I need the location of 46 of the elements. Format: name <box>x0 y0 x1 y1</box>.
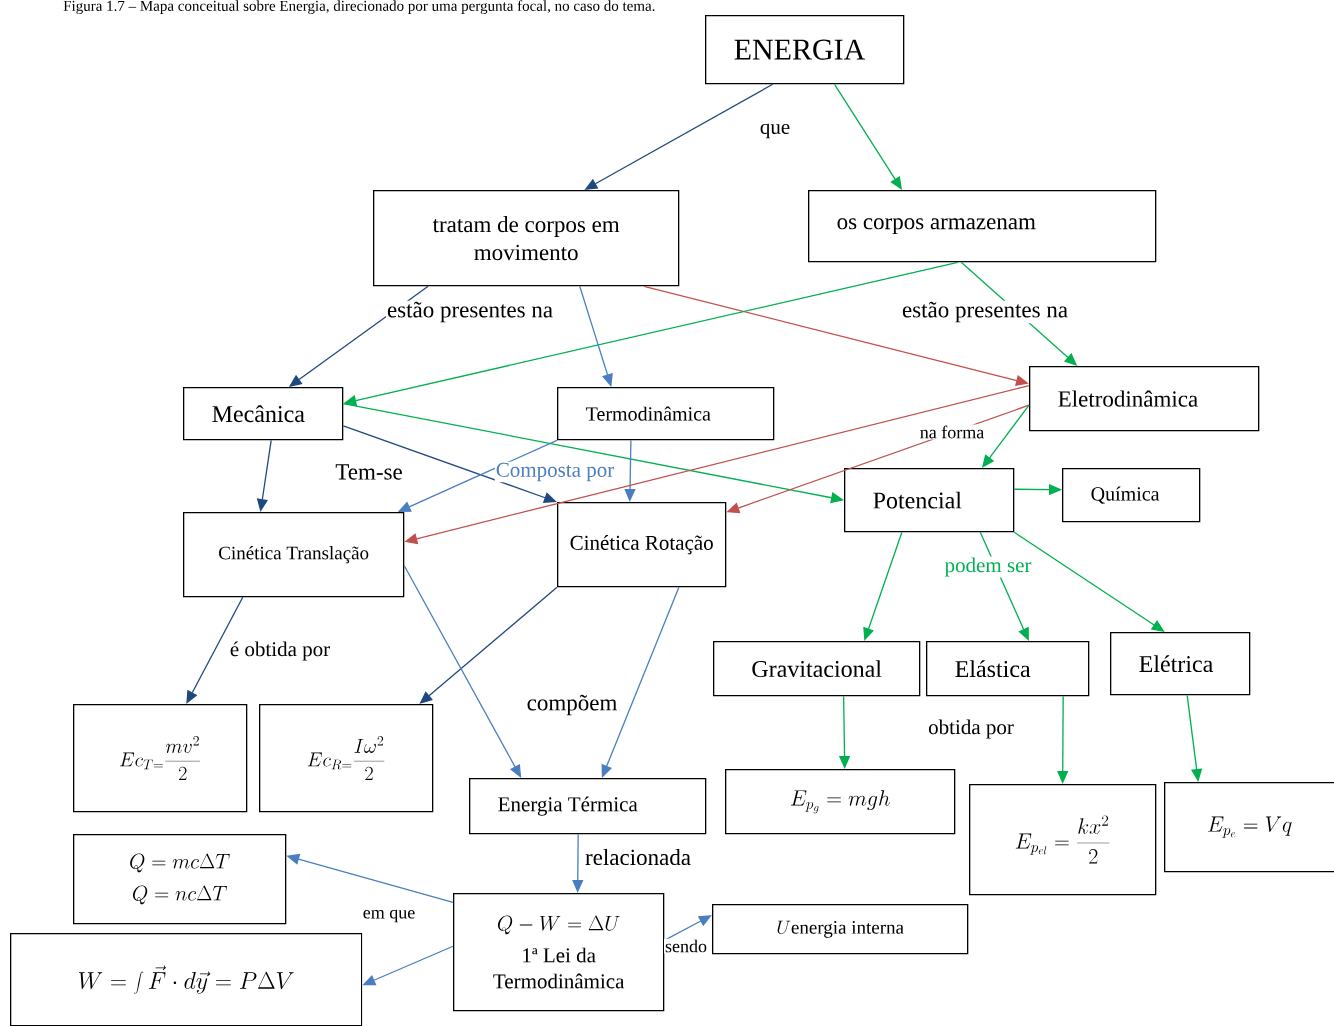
linking-phrase: Tem-se <box>334 463 404 481</box>
edge-label: podem ser <box>943 556 1033 578</box>
linking-phrase: compõem <box>525 693 619 717</box>
linking-phrase: obtida por <box>927 718 1015 740</box>
linking-phrase: que <box>758 122 792 140</box>
concept-box: Cinética Rotação <box>557 502 727 588</box>
arrow <box>342 425 557 503</box>
concept-box: Química <box>1062 468 1201 523</box>
arrow <box>186 596 244 704</box>
caption: Figura 1.7 – Mapa conceitual sobre Energia, direcionado por uma pergunta focal, no caso do tema. <box>63 0 655 14</box>
arrow <box>643 285 1029 386</box>
concept-box: Gravitacional <box>713 641 921 697</box>
concept-box: Termodinâmica <box>557 387 775 441</box>
linking-phrase: estão presentes na <box>386 300 555 324</box>
formula-box: $E_{p_{e}}=Vq$ <box>1164 782 1334 873</box>
arrow <box>579 285 613 387</box>
concept-box: tratam de corpos em movimento <box>373 190 680 287</box>
linking-phrase: relacionada <box>584 847 692 867</box>
arrow <box>601 586 680 778</box>
concept-box: Cinética Translação <box>183 512 405 598</box>
formula-box: $Ec_{T=}\frac{mv^{2}}{2}$ <box>73 704 248 813</box>
linking-phrase: sendo <box>664 938 708 954</box>
concept-box: os corpos armazenam <box>808 190 1157 263</box>
concept-box: Eletrodinâmica <box>1029 366 1260 432</box>
arrow <box>863 531 903 641</box>
formula-box: $W=\int\vec{F}\cdot d\vec{y}=P\Delta V$ <box>10 933 363 1026</box>
formula-box: $Q=mc\Delta T$ $Q=nc\Delta T$ <box>73 834 287 925</box>
concept-box: $U$energia interna <box>712 904 969 955</box>
edge-label: Composta por <box>494 461 616 483</box>
concept-box: Elétrica <box>1110 632 1251 696</box>
formula-box: $E_{p_{g}}=mgh$ <box>725 769 956 835</box>
concept-box: Mecânica <box>183 387 344 441</box>
formula-box: $E_{p_{el}}=\frac{kx^{2}}{2}$ <box>969 784 1157 896</box>
concept-box: Energia Térmica <box>469 778 707 835</box>
formula-box: $Ec_{R=}\frac{I\omega^{2}}{2}$ <box>259 704 434 813</box>
linking-phrase: na forma <box>918 424 986 440</box>
arrow <box>979 531 1029 641</box>
arrow <box>663 915 712 941</box>
concept-box: Elástica <box>926 641 1090 697</box>
concept-box: Potencial <box>844 468 1015 533</box>
formula-box: $Q-W=\Delta U$ 1ª Lei da Termodinâmica <box>453 893 665 1012</box>
concept-box: ENERGIA <box>705 15 905 85</box>
linking-phrase: em que <box>361 908 417 924</box>
arrow <box>403 565 522 778</box>
linking-phrase: é obtida por <box>228 640 332 662</box>
linking-phrase: estão presentes na <box>901 300 1070 324</box>
